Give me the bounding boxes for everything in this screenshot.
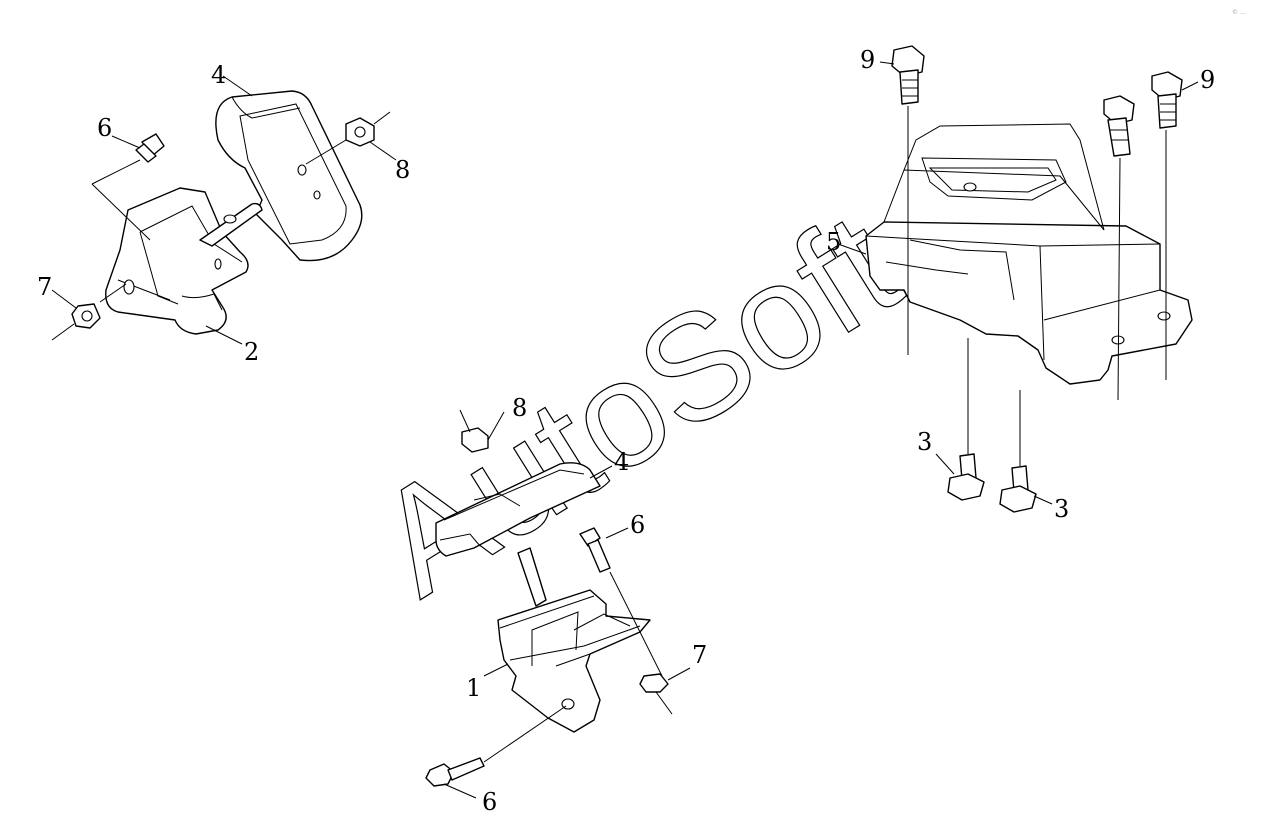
bolt-6-center-upper: [579, 527, 663, 677]
corner-mark: © ...: [1232, 9, 1246, 16]
nut-7-upper-left: [51, 283, 127, 341]
callout-9-left: 9: [860, 46, 875, 74]
center-stud: [517, 547, 547, 607]
callout-labels: 4 6 8 7 2 5 9 9 3 3 8 4 6 7 1 6: [37, 46, 1215, 816]
callout-7-upper: 7: [37, 273, 52, 301]
callout-6-upper: 6: [97, 114, 112, 142]
bolt-9-middle: [1103, 95, 1135, 401]
nut-8-center: [459, 409, 505, 453]
left-mount-assembly: [51, 90, 391, 341]
center-mount-assembly: [425, 409, 691, 799]
right-mount-assembly: [865, 45, 1199, 513]
mount-bracket-center: [497, 589, 651, 733]
callout-1: 1: [466, 674, 481, 702]
crossmember-bracket: [865, 123, 1193, 385]
nut-8-upper-left: [305, 111, 391, 165]
callout-2: 2: [244, 338, 259, 366]
bolt-3-left: [935, 338, 985, 501]
callout-6-center: 6: [630, 511, 645, 539]
bolt-3-right: [999, 390, 1053, 513]
callout-4-upper: 4: [211, 61, 226, 89]
callout-6-lower: 6: [482, 788, 497, 816]
callout-5: 5: [826, 228, 841, 256]
callout-7-center: 7: [692, 641, 707, 669]
bolt-6-center-lower: [425, 705, 567, 799]
callout-9-right: 9: [1200, 66, 1215, 94]
bolt-9-left: [879, 45, 925, 355]
rubber-pad-center: [435, 462, 601, 557]
bolt-6-upper-left: [91, 133, 165, 241]
rubber-pad-upper-left: [215, 90, 363, 262]
callout-8-center: 8: [512, 394, 527, 422]
callout-4-center: 4: [614, 448, 629, 476]
callout-3-left: 3: [917, 428, 932, 456]
callout-8-upper: 8: [395, 156, 410, 184]
callout-3-right: 3: [1054, 495, 1069, 523]
nut-7-center: [639, 667, 691, 715]
mount-bracket-upper-left: [105, 187, 263, 335]
bolt-9-right: [1151, 71, 1199, 380]
